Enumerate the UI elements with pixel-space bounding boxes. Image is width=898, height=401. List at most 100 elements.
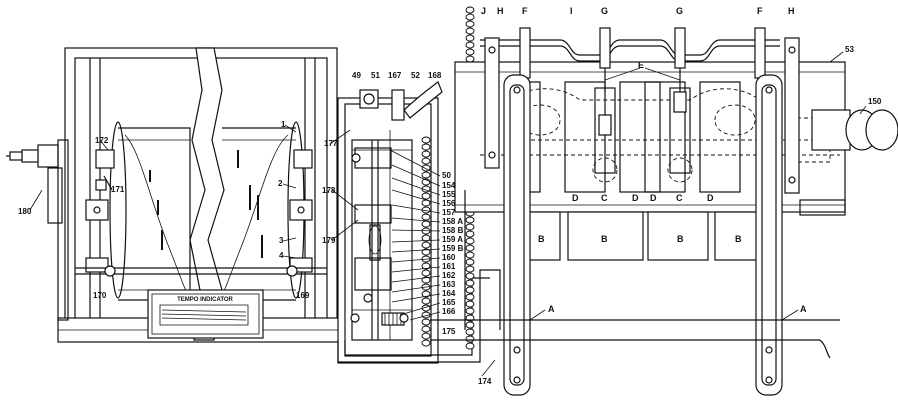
label-169: 169 [296,291,310,300]
chain-bead [421,241,431,249]
label-I: I [570,6,573,16]
chain-bead [465,216,475,224]
exhaust-pipe [811,109,898,151]
chain-bead [465,6,475,14]
label-D-3: D [650,193,657,203]
left-spindle [6,139,69,321]
label-H-right: H [788,6,795,16]
chain-bead [421,325,431,333]
label-B-1: B [538,234,545,244]
label-B-2: B [601,234,608,244]
label-162: 162 [442,271,456,280]
chain-bead [465,34,475,42]
chain-bead [421,213,431,221]
chain-bead [465,55,475,63]
label-175: 175 [442,327,456,336]
label-1: 1 [281,120,286,129]
chain-bead [465,41,475,49]
chain-bead [465,307,475,315]
label-3: 3 [279,236,284,245]
pneumatic-boxes [514,211,766,261]
label-2: 2 [278,179,283,188]
label-178: 178 [322,186,336,195]
label-157: 157 [442,208,456,217]
base-rail [430,190,840,359]
label-154: 154 [442,181,456,190]
label-158b: 158 B [442,226,464,235]
chain-bead [465,286,475,294]
chain-bead [421,332,431,340]
label-D-4: D [707,193,714,203]
label-E: E [638,60,644,70]
label-160: 160 [442,253,456,262]
chain-bead [465,237,475,245]
label-51: 51 [371,71,380,80]
chain-bead [465,272,475,280]
levers [503,74,783,396]
chain-bead [465,258,475,266]
chain-bead [421,234,431,242]
label-A-left: A [548,304,555,314]
chain-bead [465,251,475,259]
label-C-left: C [601,193,608,203]
chain-bead [421,318,431,326]
chain-bead [421,150,431,158]
chain-bead [465,328,475,336]
label-B-3: B [677,234,684,244]
label-D-1: D [572,193,579,203]
chain-bead [421,269,431,277]
chain-bead [421,192,431,200]
control-box [337,81,501,364]
label-159a: 159 A [442,235,463,244]
label-52: 52 [411,71,420,80]
label-150: 150 [868,97,882,106]
chain-bead [465,293,475,301]
leader-lines [29,51,867,377]
chain-bead [465,244,475,252]
reference-labels: 1 2 3 4 49 51 52 53 150 167 168 50 154 1… [18,6,882,386]
label-G-left: G [601,6,608,16]
label-165: 165 [442,298,456,307]
chain-bead [465,342,475,350]
label-155: 155 [442,190,456,199]
label-F-left: F [522,6,528,16]
label-171: 171 [111,185,125,194]
chain-bead [421,262,431,270]
chain-bead [421,276,431,284]
label-167: 167 [388,71,402,80]
chain-bead [465,265,475,273]
label-159b: 159 B [442,244,464,253]
label-164: 164 [442,289,456,298]
chain-bead [465,13,475,21]
chain-bead [421,220,431,228]
top-linkage [480,27,800,194]
chain-bead [465,230,475,238]
label-172: 172 [95,136,109,145]
label-163: 163 [442,280,456,289]
chain-bead [421,157,431,165]
chain-bead [465,27,475,35]
label-F-right: F [757,6,763,16]
label-G-right: G [676,6,683,16]
label-170: 170 [93,291,107,300]
label-161: 161 [442,262,456,271]
chain-bead [465,335,475,343]
chain-bead [421,248,431,256]
label-180: 180 [18,207,32,216]
label-4: 4 [279,251,284,260]
chain-bead [421,136,431,144]
label-53: 53 [845,45,854,54]
chain-bead [421,297,431,305]
chain-bead [421,143,431,151]
chain-bead [465,279,475,287]
chain-bead [465,48,475,56]
label-A-right: A [800,304,807,314]
label-158a: 158 A [442,217,463,226]
bead-chain-left [421,136,431,347]
tempo-indicator-label: TEMPO INDICATOR [177,297,233,303]
chain-bead [465,223,475,231]
label-179: 179 [322,236,336,245]
chain-bead [465,321,475,329]
label-D-2: D [632,193,639,203]
